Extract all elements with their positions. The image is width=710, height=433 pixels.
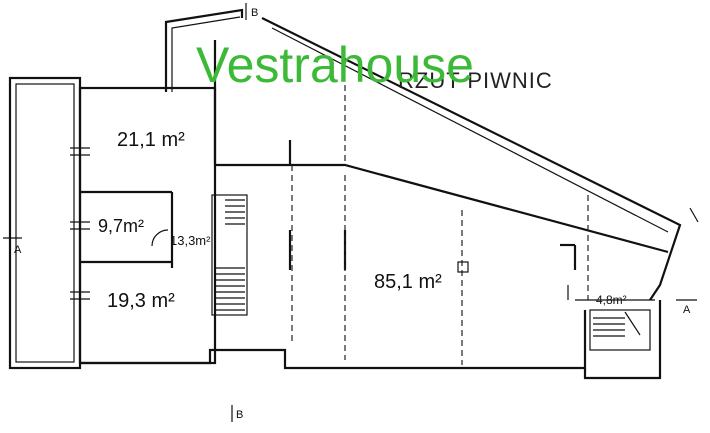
section-marker-b-top: B — [245, 3, 258, 20]
room-area-label: 4,8m² — [596, 293, 627, 307]
section-label-a-right: A — [683, 304, 691, 316]
watermark-logo: Vestrahouse — [196, 37, 474, 93]
staircase-right — [589, 309, 651, 351]
room-area-label: 21,1 m² — [117, 129, 185, 151]
room-area-label: 9,7m² — [98, 216, 144, 236]
upper-shaft — [164, 8, 244, 165]
staircase-left — [211, 194, 248, 316]
main-hall — [80, 17, 699, 380]
room-area-label: 13,3m² — [170, 233, 211, 248]
plan-title: RZUT PIWNIC — [398, 68, 553, 93]
room-area-label: 19,3 m² — [107, 290, 175, 312]
left-corridor — [8, 76, 82, 370]
section-marker-b-bottom: B — [231, 405, 243, 422]
section-label-b-bottom: B — [236, 409, 243, 421]
section-label-b-top: B — [251, 7, 258, 19]
section-marker-a-right: A — [676, 299, 697, 316]
section-marker-a-left: A — [3, 237, 22, 256]
section-label-a-left: A — [14, 244, 22, 256]
room-area-label: 85,1 m² — [374, 271, 442, 293]
